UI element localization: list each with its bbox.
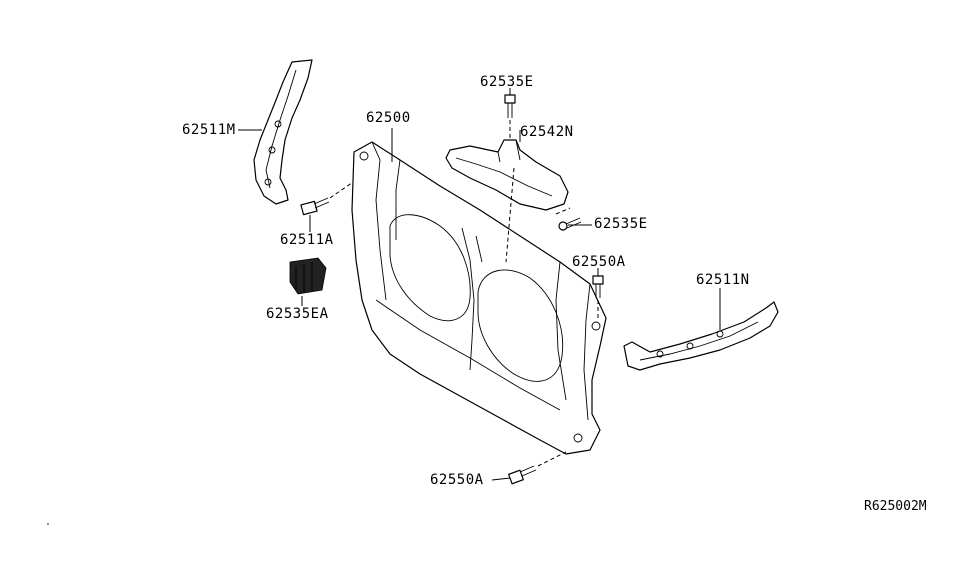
bracket-62511n [623,301,779,371]
reference-code: R625002M [864,499,927,514]
label-62511a: 62511A [280,232,334,248]
label-62511n: 62511N [696,272,750,288]
cover-62542n [445,139,569,211]
bolt-62511a [300,197,330,216]
dash-62511a [329,179,357,199]
bolt-62550a-lower [508,465,537,485]
label-62542n: 62542N [520,124,574,140]
clip-62535ea [289,257,327,295]
label-62511m: 62511M [182,122,236,138]
label-62535e-right: 62535E [594,216,648,232]
core-support-62500 [351,141,607,455]
label-62550a-lower: 62550A [430,472,484,488]
label-62550a-upper: 62550A [572,254,626,270]
bolt-62535e-right [558,217,582,231]
stray-dot [47,523,49,525]
dash-62535e-right [555,207,571,215]
label-62500: 62500 [366,110,411,126]
dash-62542n [505,167,515,263]
leader-62550a-lower [491,477,511,481]
label-62535e-top: 62535E [480,74,534,90]
dash-62550a-lower [537,451,567,467]
bracket-62511m [253,59,313,205]
label-62535ea: 62535EA [266,306,329,322]
bolt-62535e-top [504,94,516,118]
